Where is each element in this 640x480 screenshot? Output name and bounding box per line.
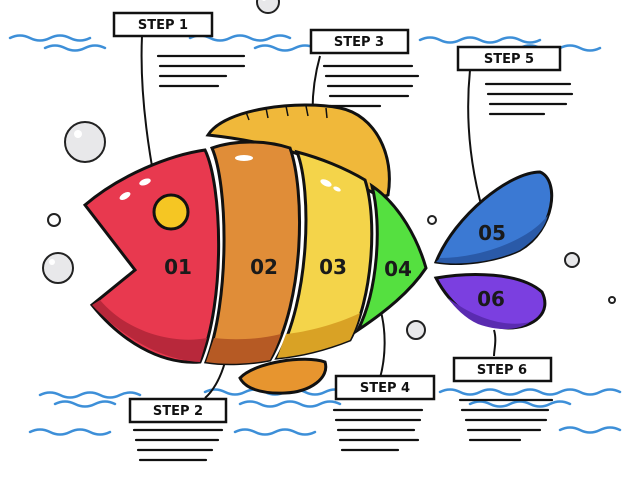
bubble [64,121,106,163]
segment-number-01: 01 [164,255,192,279]
shine-highlights [119,155,341,200]
segment-03-shade [277,313,360,358]
step-6-text-lines [458,398,554,442]
bubbles [42,0,616,340]
eye [152,193,190,231]
step-5-text-lines [484,82,574,116]
segment-number-04: 04 [384,257,412,281]
bubble [256,0,280,14]
step-3-callout: STEP 3 [309,28,410,55]
bubble [47,213,61,227]
water-waves-bottom [28,388,622,436]
segment-02-shade [206,334,281,364]
step-6-callout: STEP 6 [452,356,553,383]
segment-numbers: 01 02 03 04 05 06 [164,221,506,311]
segment-number-02: 02 [250,255,278,279]
step-5-callout: STEP 5 [456,45,562,72]
step-4-text-lines [332,408,424,452]
fin-05-shade [436,215,548,264]
step-5-label: STEP 5 [484,52,534,67]
segment-number-03: 03 [319,255,347,279]
bubble-highlights [49,0,266,265]
fin-06-shade [448,298,530,330]
bubble [427,215,437,225]
step-3-label: STEP 3 [334,35,384,50]
step-2-text-lines [132,428,224,462]
step-4-label: STEP 4 [360,381,410,396]
bubble [608,296,616,304]
step-2-label: STEP 2 [153,404,203,419]
segment-01-head [82,148,221,364]
top-fin-stripes [245,105,328,121]
step-1-callout: STEP 1 [112,11,214,38]
segment-number-05: 05 [478,221,506,245]
segment-04 [354,182,428,335]
step-1-label: STEP 1 [138,18,188,33]
bubble [406,320,426,340]
step-3-text-lines [322,64,420,108]
segment-number-06: 06 [477,287,505,311]
bubble [564,252,580,268]
bottom-fin [238,357,328,395]
step-2-callout: STEP 2 [128,397,228,424]
step-6-label: STEP 6 [477,363,527,378]
text-placeholder-lines [132,54,574,462]
step-1-text-lines [156,54,246,88]
step-4-callout: STEP 4 [334,374,436,401]
segment-01-shade [92,300,207,362]
bubble [42,252,74,284]
